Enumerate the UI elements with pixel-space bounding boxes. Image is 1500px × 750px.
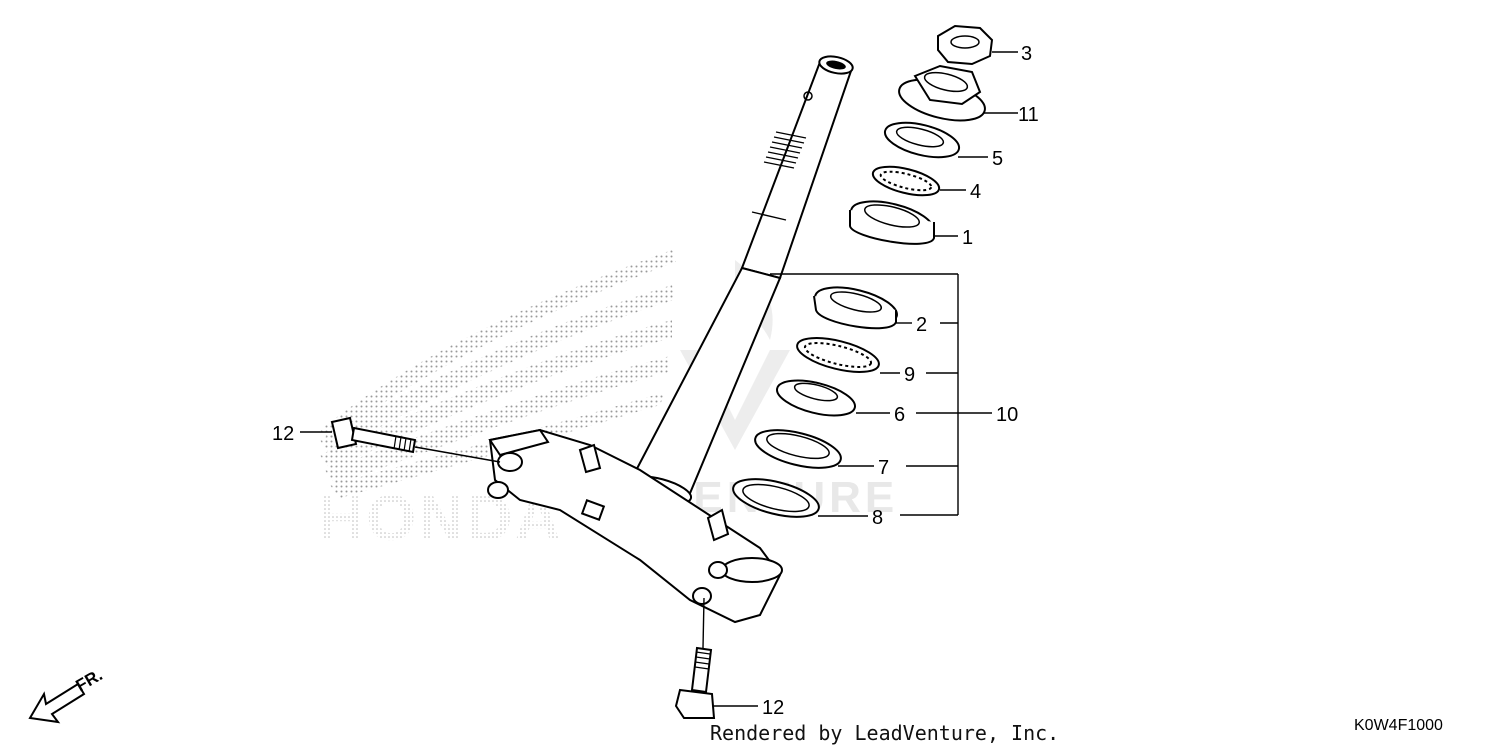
render-credit: Rendered by LeadVenture, Inc. <box>710 721 1059 745</box>
callout-7: 7 <box>878 457 889 479</box>
part-6-race <box>776 379 890 417</box>
part-3-locknut <box>937 24 1018 66</box>
part-9-ball-bearing <box>796 337 900 374</box>
callout-3: 3 <box>1021 43 1032 65</box>
callout-10: 10 <box>996 404 1018 426</box>
part-4-ball-bearing <box>871 165 966 197</box>
part-11-adjusting-nut <box>898 64 1018 122</box>
callout-2: 2 <box>916 314 927 336</box>
callout-1: 1 <box>962 227 973 249</box>
part-5-race <box>883 121 988 159</box>
pinch-bolt-lower <box>674 597 758 719</box>
pinch-bolt-upper <box>300 416 501 463</box>
callout-8: 8 <box>872 507 883 529</box>
part-8-dust-seal <box>732 478 868 518</box>
callout-11: 11 <box>1018 104 1039 126</box>
callout-6: 6 <box>894 404 905 426</box>
part-7-seal <box>754 429 874 469</box>
callout-9: 9 <box>904 364 915 386</box>
part-1-race <box>849 200 958 245</box>
part-2-race <box>813 286 912 330</box>
callout-4: 4 <box>970 181 981 203</box>
callout-12-lower: 12 <box>762 697 784 719</box>
callout-5: 5 <box>992 148 1003 170</box>
front-direction-arrow-icon <box>28 682 86 724</box>
callout-12-upper: 12 <box>272 423 294 445</box>
diagram-code: K0W4F1000 <box>1354 717 1443 734</box>
bracket-10 <box>770 273 992 516</box>
